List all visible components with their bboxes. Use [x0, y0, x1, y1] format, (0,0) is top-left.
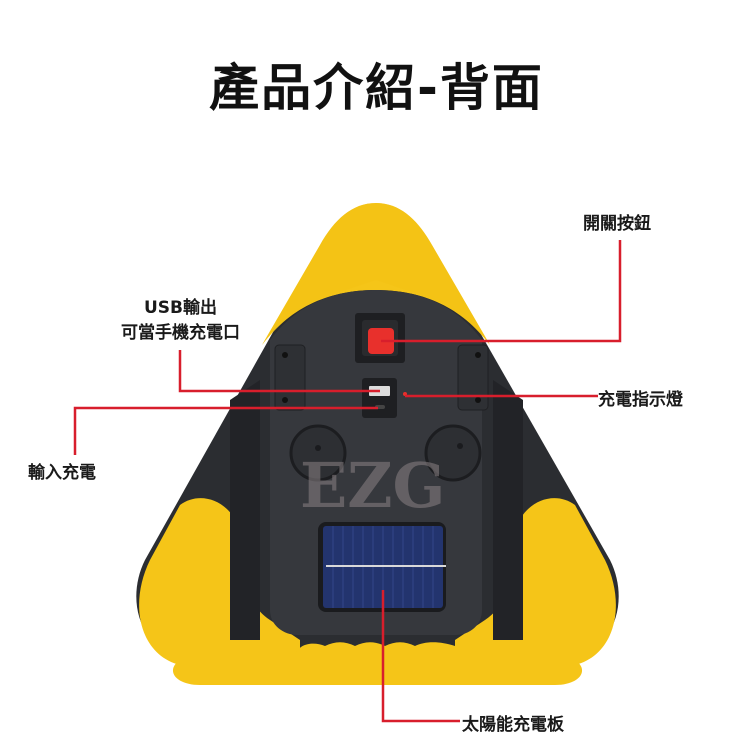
power-switch-label: 開關按鈕	[583, 214, 651, 234]
suction-cup-left	[289, 424, 347, 482]
solar-panel-label: 太陽能充電板	[462, 715, 564, 735]
watermark: EZG	[300, 449, 445, 522]
input-charge-callout-line	[73, 406, 378, 455]
input-charge-label: 輸入充電	[28, 463, 96, 483]
power-switch-callout-line	[381, 240, 622, 343]
charge-indicator-label: 充電指示燈	[598, 390, 683, 410]
usb-port-housing	[362, 378, 397, 418]
usb-output-label-line1: USB輸出	[143, 298, 217, 318]
suction-cup-right	[424, 424, 482, 482]
bottom-handle	[295, 642, 478, 685]
usb-output-callout-line	[178, 350, 380, 393]
solar-panel-callout-line	[381, 590, 460, 723]
usb-output-label-line2: 可當手機充電口	[121, 323, 240, 343]
page-title: 產品介紹-背面	[209, 59, 544, 117]
callout-lines	[73, 240, 622, 723]
